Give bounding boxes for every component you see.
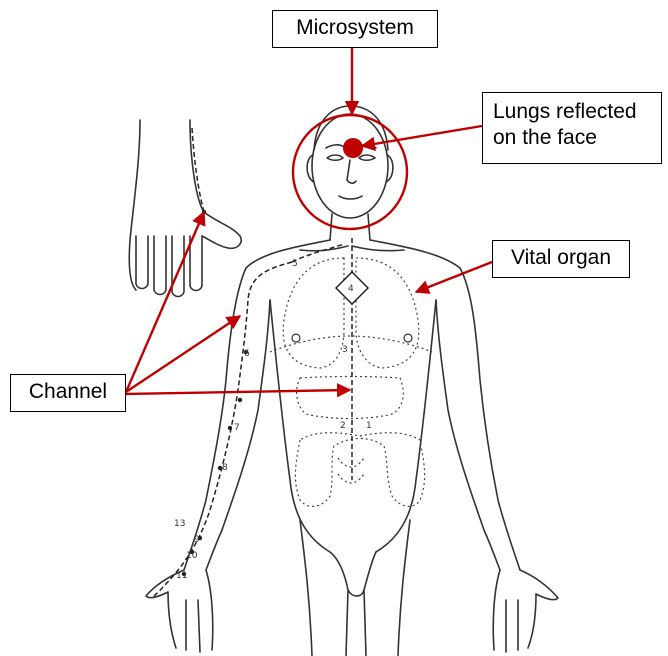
small-intestine bbox=[338, 458, 364, 483]
point-label-4: 4 bbox=[348, 284, 354, 294]
stomach bbox=[297, 377, 404, 419]
groin bbox=[330, 552, 376, 596]
face-highlight-circle bbox=[293, 115, 407, 229]
lungs-label-line1: Lungs reflected bbox=[493, 99, 651, 125]
left-hand-bottom bbox=[146, 570, 213, 652]
point-label-6: 6 bbox=[244, 349, 250, 359]
right-lung bbox=[356, 258, 419, 368]
point-label-11: 11 bbox=[176, 571, 187, 581]
legs bbox=[300, 520, 410, 656]
point-label-7: 7 bbox=[234, 423, 240, 433]
waist bbox=[270, 300, 436, 552]
right-hand-bottom bbox=[493, 570, 558, 652]
large-intestine bbox=[295, 433, 424, 507]
right-eye bbox=[359, 155, 375, 160]
lungs-reflected-label: Lungs reflected on the face bbox=[482, 92, 662, 164]
lungs-label-line2: on the face bbox=[493, 125, 651, 151]
point-label-8: 8 bbox=[222, 463, 228, 473]
microsystem-label-text: Microsystem bbox=[296, 16, 414, 39]
body-outline bbox=[129, 106, 558, 656]
point-label-1: 1 bbox=[366, 421, 372, 431]
vital-organ-label: Vital organ bbox=[492, 240, 630, 278]
point-label-9: 9 bbox=[194, 535, 200, 545]
left-lung bbox=[283, 258, 344, 368]
microsystem-label: Microsystem bbox=[272, 10, 438, 48]
lung-point-dot bbox=[343, 138, 363, 158]
channel-label-text: Channel bbox=[29, 380, 107, 403]
point-label-3: 3 bbox=[342, 345, 348, 355]
point-number-labels: 1 2 3 4 5 6 7 8 9 10 11 13 bbox=[174, 259, 372, 581]
torso-right bbox=[370, 240, 520, 570]
mouth bbox=[339, 196, 362, 199]
point-label-2: 2 bbox=[340, 421, 346, 431]
inner-left-arm bbox=[206, 300, 270, 570]
left-eye bbox=[327, 155, 343, 160]
point-label-10: 10 bbox=[186, 551, 198, 561]
diaphragm bbox=[270, 336, 432, 352]
arrow-lungs bbox=[362, 126, 482, 146]
channel-label: Channel bbox=[10, 374, 126, 412]
inner-right-arm bbox=[436, 300, 500, 570]
vital-organ-label-text: Vital organ bbox=[511, 246, 611, 269]
nose bbox=[347, 160, 356, 183]
point-label-13: 13 bbox=[174, 519, 185, 529]
left-eyebrow bbox=[326, 145, 344, 148]
raised-hand bbox=[129, 120, 241, 290]
raised-hand-fingers bbox=[136, 236, 202, 297]
point-label-5: 5 bbox=[292, 259, 298, 269]
arrow-vital-organ bbox=[416, 262, 492, 292]
head-outline bbox=[312, 114, 388, 218]
annotations bbox=[126, 48, 492, 394]
inner-legs bbox=[346, 590, 366, 656]
